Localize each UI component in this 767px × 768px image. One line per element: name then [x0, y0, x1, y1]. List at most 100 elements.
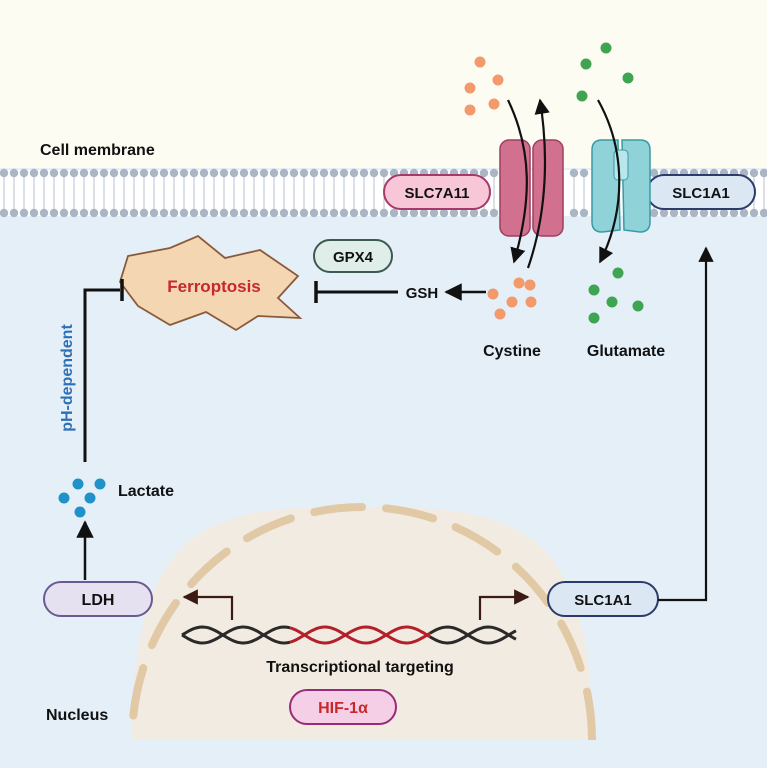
- slc7a11-label: SLC7A11: [383, 174, 491, 210]
- lipid-head: [289, 168, 299, 178]
- lipid-head: [749, 208, 759, 218]
- lipid-head: [349, 208, 359, 218]
- lipid-head: [279, 168, 289, 178]
- ldh-text: LDH: [82, 592, 115, 609]
- dna-strand: [289, 625, 431, 645]
- gpx4-text: GPX4: [333, 249, 374, 266]
- lipid-head: [649, 208, 659, 218]
- lipid-head: [269, 208, 279, 218]
- lipid-head: [179, 168, 189, 178]
- lipid-head: [19, 168, 29, 178]
- nucleus-body: [132, 506, 592, 740]
- ferroptosis-starburst-shape: [119, 234, 303, 332]
- nuclear-envelope-segment: [243, 514, 295, 543]
- lipid-head: [129, 168, 139, 178]
- lipid-head: [69, 168, 79, 178]
- dna-helix-icon: [181, 625, 517, 645]
- lipid-head: [179, 208, 189, 218]
- transcription-arrow-slc1a1: [478, 589, 530, 620]
- lipid-head: [159, 168, 169, 178]
- lipid-head: [459, 208, 469, 218]
- nucleus-label: Nucleus: [46, 707, 108, 724]
- lipid-head: [299, 168, 309, 178]
- gpx4-pill: [313, 239, 393, 273]
- lipid-head: [709, 208, 719, 218]
- lipid-head: [379, 168, 389, 178]
- cystine-label: Cystine: [483, 343, 541, 360]
- lipid-head: [669, 208, 679, 218]
- lipid-head: [29, 168, 39, 178]
- dna-strand: [429, 625, 517, 645]
- lipid-head: [489, 208, 499, 218]
- nuclear-envelope-segment: [147, 599, 180, 650]
- slc1a1-subunit-left: [591, 139, 621, 233]
- lipid-head: [429, 208, 439, 218]
- lipid-head: [139, 168, 149, 178]
- lipid-head: [479, 208, 489, 218]
- slc7a11-transporter-icon: [499, 98, 564, 269]
- glutamate-dot: [632, 300, 644, 312]
- cystine-dot: [494, 308, 506, 320]
- lipid-head: [259, 168, 269, 178]
- lactate-dot: [58, 492, 70, 504]
- bottom-cytoplasm: [0, 740, 767, 768]
- lipid-head: [759, 208, 767, 218]
- lipid-head: [199, 208, 209, 218]
- lipid-head: [209, 208, 219, 218]
- slc7a11-subunit-right: [532, 139, 564, 237]
- lactate-dot: [74, 506, 86, 518]
- lipid-head: [419, 208, 429, 218]
- lactate-inhibition-line: [83, 288, 120, 462]
- lipid-head: [329, 168, 339, 178]
- lipid-head: [249, 208, 259, 218]
- cystine-dot: [525, 296, 537, 308]
- lipid-head: [209, 168, 219, 178]
- lipid-head: [49, 168, 59, 178]
- gpx4-label: GPX4: [313, 239, 393, 273]
- glutamate-dot: [622, 72, 634, 84]
- transcriptional-label: Transcriptional targeting: [266, 659, 454, 676]
- lipid-head: [169, 208, 179, 218]
- lipid-head: [189, 168, 199, 178]
- lipid-head: [569, 208, 579, 218]
- nuclear-envelope-segment: [129, 664, 148, 720]
- lipid-head: [469, 208, 479, 218]
- ferroptosis-text: Ferroptosis: [167, 277, 261, 296]
- lipid-head: [259, 208, 269, 218]
- gsh-label: GSH: [406, 285, 439, 302]
- lipid-head: [9, 168, 19, 178]
- lipid-head: [9, 208, 19, 218]
- molecule-dots: [58, 42, 644, 518]
- lipid-head: [359, 168, 369, 178]
- cystine-dot: [506, 296, 518, 308]
- lipid-head: [369, 208, 379, 218]
- lipid-head: [579, 208, 589, 218]
- cystine-dot: [464, 104, 476, 116]
- lipid-head: [0, 168, 9, 178]
- slc1a1-membrane-label: SLC1A1: [646, 174, 756, 210]
- cystine-dot: [492, 74, 504, 86]
- lipid-head: [199, 168, 209, 178]
- lipid-head: [449, 208, 459, 218]
- lipid-head: [219, 168, 229, 178]
- lipid-head: [479, 168, 489, 178]
- slc1a1-nucleus-label: SLC1A1: [547, 581, 659, 617]
- glutamate-label: Glutamate: [587, 343, 665, 360]
- nuclear-envelope-segment: [557, 619, 585, 672]
- lipid-head: [349, 168, 359, 178]
- lipid-head: [399, 208, 409, 218]
- lipid-head: [489, 168, 499, 178]
- glutamate-export-arrow: [526, 98, 550, 269]
- lactate-dot: [84, 492, 96, 504]
- cystine-dot: [474, 56, 486, 68]
- lipid-head: [359, 208, 369, 218]
- lipid-head: [149, 208, 159, 218]
- lipid-head: [239, 168, 249, 178]
- lipid-head: [189, 208, 199, 218]
- cystine-dot: [487, 288, 499, 300]
- lipid-head: [99, 208, 109, 218]
- lipid-head: [309, 168, 319, 178]
- lipid-head: [89, 208, 99, 218]
- lipid-head: [29, 208, 39, 218]
- slc1a1-subunit-right: [621, 139, 651, 233]
